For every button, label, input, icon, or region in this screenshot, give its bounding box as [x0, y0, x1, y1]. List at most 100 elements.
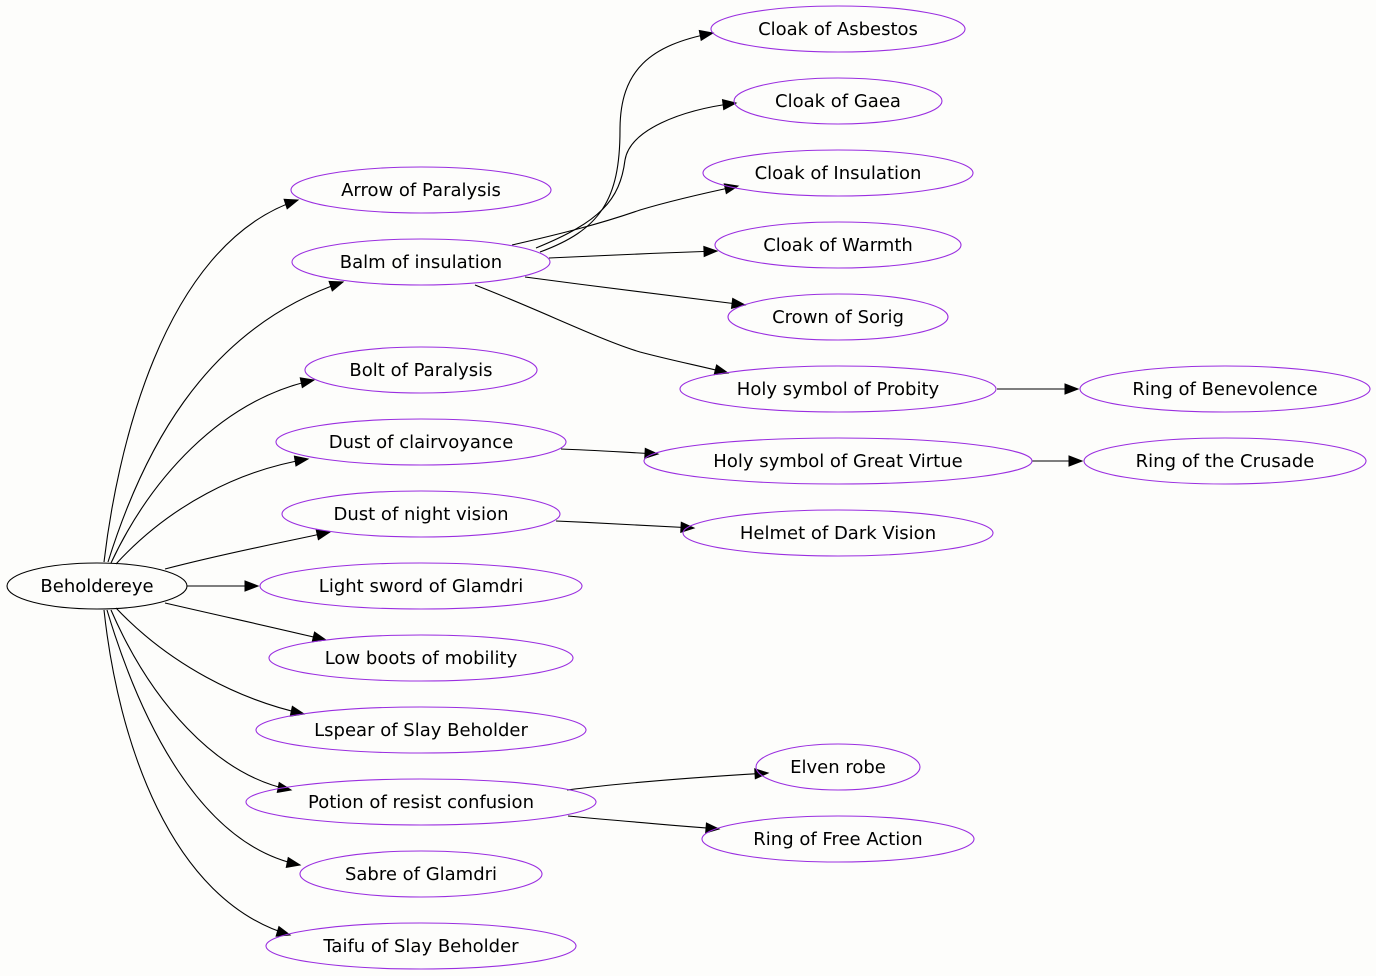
node-label: Taifu of Slay Beholder: [322, 936, 519, 957]
node-cloak-of-gaea[interactable]: Cloak of Gaea: [733, 77, 943, 125]
arrowhead: [275, 925, 292, 937]
edge-line: [110, 609, 292, 791]
edge-potion-of-resist-confusion-to-elven-robe: [566, 768, 770, 791]
edge-balm-of-insulation-to-cloak-of-insulation: [511, 183, 740, 246]
edge-line: [548, 250, 718, 259]
node-lspear-of-slay-beholder[interactable]: Lspear of Slay Beholder: [255, 706, 587, 754]
node-ellipse: [701, 815, 975, 863]
edge-holy-symbol-of-probity-to-ring-of-benevolence: [997, 383, 1080, 395]
node-cloak-of-warmth[interactable]: Cloak of Warmth: [714, 221, 962, 269]
node-ellipse: [299, 850, 543, 898]
edge-line: [106, 609, 301, 866]
edge-line: [535, 102, 737, 249]
edge-balm-of-insulation-to-cloak-of-gaea: [535, 98, 738, 249]
node-label: Arrow of Paralysis: [341, 180, 501, 201]
node-ellipse: [255, 706, 587, 754]
node-label: Holy symbol of Probity: [737, 379, 940, 400]
node-label: Ring of Free Action: [753, 829, 922, 850]
edge-beholdereye-to-sabre-of-glamdri: [106, 609, 302, 868]
node-dust-of-night-vision[interactable]: Dust of night vision: [281, 490, 561, 538]
arrowhead: [293, 455, 310, 467]
node-taifu-of-slay-beholder[interactable]: Taifu of Slay Beholder: [265, 922, 577, 970]
edge-dust-of-night-vision-to-helmet-of-dark-vision: [555, 520, 696, 533]
node-ellipse: [755, 743, 921, 791]
node-cloak-of-insulation[interactable]: Cloak of Insulation: [702, 149, 974, 197]
arrowhead: [244, 580, 260, 592]
arrowhead: [283, 198, 300, 210]
arrowhead: [703, 245, 719, 258]
edge-line: [566, 772, 769, 791]
edge-beholdereye-to-dust-of-clairvoyance: [115, 455, 310, 565]
edge-beholdereye-to-dust-of-night-vision: [164, 529, 332, 570]
edges-layer: [103, 29, 1084, 937]
node-ellipse: [275, 418, 567, 466]
node-helmet-of-dark-vision[interactable]: Helmet of Dark Vision: [682, 509, 994, 557]
arrowhead: [299, 377, 316, 389]
arrowhead: [1064, 383, 1080, 395]
node-low-boots-of-mobility[interactable]: Low boots of mobility: [268, 634, 574, 682]
node-light-sword-of-glamdri[interactable]: Light sword of Glamdri: [259, 562, 583, 610]
edge-line: [555, 520, 695, 529]
arrowhead: [705, 822, 721, 834]
node-label: Beholdereye: [40, 576, 153, 597]
node-potion-of-resist-confusion[interactable]: Potion of resist confusion: [245, 778, 597, 826]
node-holy-symbol-of-probity[interactable]: Holy symbol of Probity: [679, 365, 997, 413]
node-ring-of-benevolence[interactable]: Ring of Benevolence: [1079, 365, 1371, 413]
node-balm-of-insulation[interactable]: Balm of insulation: [291, 238, 551, 286]
arrowhead: [721, 98, 738, 111]
node-ellipse: [265, 922, 577, 970]
node-elven-robe[interactable]: Elven robe: [755, 743, 921, 791]
edge-holy-symbol-of-great-virtue-to-ring-of-the-crusade: [1032, 455, 1084, 467]
node-ellipse: [727, 293, 949, 341]
node-label: Cloak of Gaea: [775, 91, 901, 112]
node-label: Bolt of Paralysis: [349, 360, 492, 381]
arrowhead: [1068, 455, 1084, 467]
edge-line: [107, 281, 344, 563]
node-label: Balm of insulation: [340, 252, 502, 273]
node-label: Lspear of Slay Beholder: [314, 720, 528, 741]
node-ellipse: [245, 778, 597, 826]
node-ellipse: [714, 221, 962, 269]
node-dust-of-clairvoyance[interactable]: Dust of clairvoyance: [275, 418, 567, 466]
node-ellipse: [291, 238, 551, 286]
edge-potion-of-resist-confusion-to-ring-of-free-action: [567, 815, 721, 834]
arrowhead: [723, 183, 740, 195]
node-ellipse: [281, 490, 561, 538]
node-ellipse: [1083, 437, 1367, 485]
edge-beholdereye-to-light-sword-of-glamdri: [187, 580, 260, 592]
node-cloak-of-asbestos[interactable]: Cloak of Asbestos: [710, 5, 966, 53]
edge-beholdereye-to-taifu-of-slay-beholder: [103, 609, 292, 937]
node-ellipse: [304, 346, 538, 394]
node-holy-symbol-of-great-virtue[interactable]: Holy symbol of Great Virtue: [643, 437, 1033, 485]
edge-line: [511, 185, 739, 246]
edge-balm-of-insulation-to-crown-of-sorig: [524, 276, 747, 310]
node-ellipse: [679, 365, 997, 413]
node-ring-of-the-crusade[interactable]: Ring of the Crusade: [1083, 437, 1367, 485]
node-ellipse: [1079, 365, 1371, 413]
node-beholdereye[interactable]: Beholdereye: [6, 562, 188, 610]
edge-dust-of-clairvoyance-to-holy-symbol-of-great-virtue: [560, 447, 660, 460]
edge-line: [164, 602, 327, 641]
node-label: Ring of the Crusade: [1136, 451, 1315, 472]
edge-line: [524, 276, 746, 306]
edge-line: [539, 32, 714, 253]
arrowhead: [315, 529, 332, 541]
edge-line: [474, 284, 729, 374]
edge-beholdereye-to-lspear-of-slay-beholder: [115, 607, 306, 717]
edge-balm-of-insulation-to-cloak-of-warmth: [548, 245, 719, 259]
node-ring-of-free-action[interactable]: Ring of Free Action: [701, 815, 975, 863]
node-label: Cloak of Warmth: [763, 235, 913, 256]
node-label: Helmet of Dark Vision: [740, 523, 936, 544]
node-label: Sabre of Glamdri: [345, 864, 497, 885]
node-ellipse: [268, 634, 574, 682]
edge-line: [115, 607, 305, 715]
node-label: Dust of clairvoyance: [329, 432, 514, 453]
edge-line: [164, 531, 331, 570]
node-bolt-of-paralysis[interactable]: Bolt of Paralysis: [304, 346, 538, 394]
node-crown-of-sorig[interactable]: Crown of Sorig: [727, 293, 949, 341]
edge-line: [115, 458, 309, 565]
node-sabre-of-glamdri[interactable]: Sabre of Glamdri: [299, 850, 543, 898]
node-arrow-of-paralysis[interactable]: Arrow of Paralysis: [290, 166, 552, 214]
node-label: Cloak of Asbestos: [758, 19, 918, 40]
edge-line: [567, 815, 720, 830]
